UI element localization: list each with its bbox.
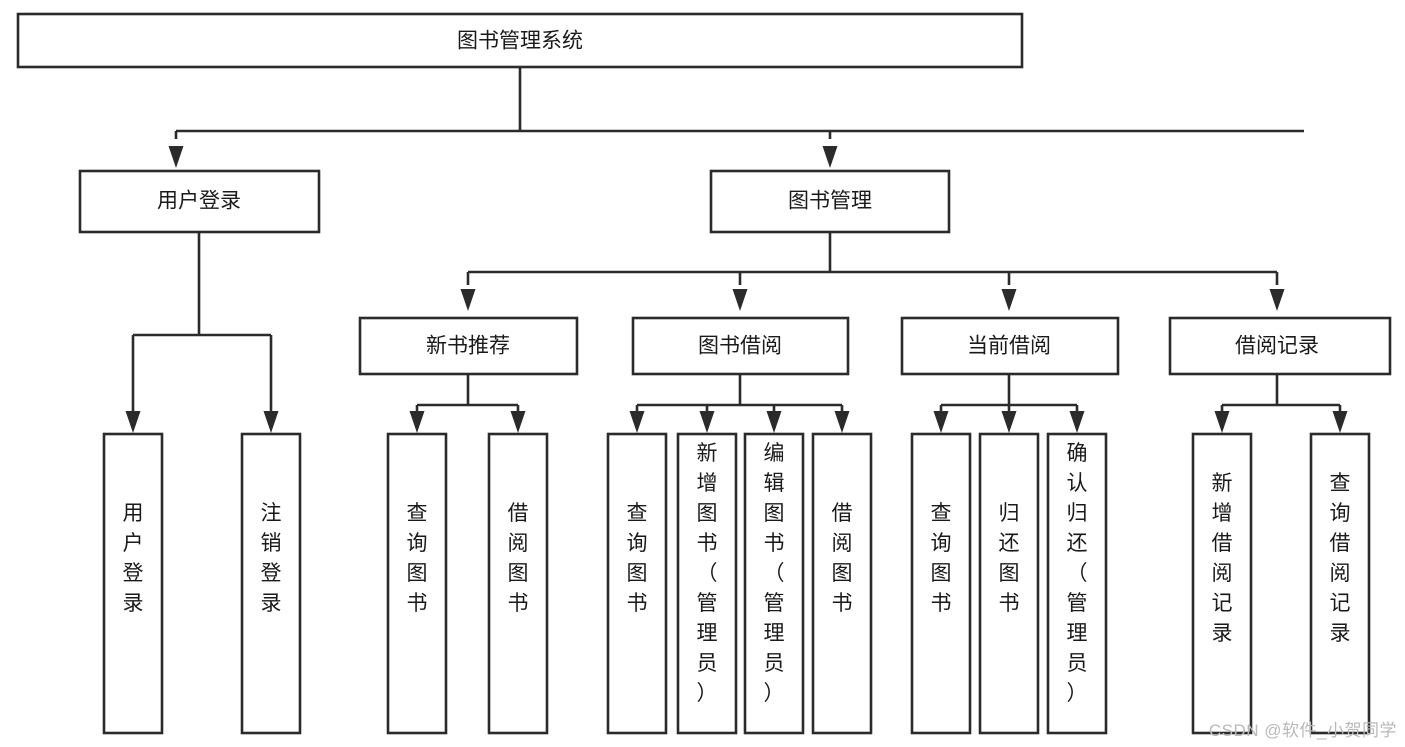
- leaf-node-borrow-book-action[interactable]: 借阅图书: [811, 432, 873, 735]
- leaf-node-borrow-book-recommend[interactable]: 借阅图书: [487, 432, 549, 735]
- connector-userlogin-to-leaves: [125, 232, 279, 433]
- node-new-book-recommend[interactable]: 新书推荐: [358, 316, 579, 376]
- leaf-node-query-borrow-record-label: 查询借阅记录: [1330, 472, 1351, 645]
- node-current-borrow-label: 当前借阅: [967, 335, 1051, 358]
- node-borrow-records-label: 借阅记录: [1235, 335, 1319, 358]
- leaf-node-query-book-current[interactable]: 查询图书: [910, 432, 972, 735]
- connector-newbook-to-leaves: [409, 374, 526, 433]
- node-root-label: 图书管理系统: [457, 30, 583, 53]
- leaf-node-logout-label: 注销登录: [261, 502, 282, 615]
- leaf-node-add-borrow-record-label: 新增借阅记录: [1212, 472, 1233, 645]
- leaf-node-query-book-recommend[interactable]: 查询图书: [386, 432, 448, 735]
- leaf-node-query-book-borrow-label: 查询图书: [627, 502, 648, 615]
- node-current-borrow[interactable]: 当前借阅: [900, 316, 1120, 376]
- node-root-system[interactable]: 图书管理系统: [16, 12, 1024, 69]
- node-book-management-label: 图书管理: [788, 190, 872, 213]
- leaf-node-edit-book-admin-label: 编辑图书（管理员）: [764, 442, 785, 705]
- leaf-node-user-login-action-label: 用户登录: [123, 502, 144, 615]
- leaf-node-confirm-return-admin[interactable]: 确认归还（管理员）: [1046, 432, 1108, 735]
- leaf-node-query-borrow-record[interactable]: 查询借阅记录: [1309, 432, 1371, 735]
- leaf-node-add-borrow-record[interactable]: 新增借阅记录: [1191, 432, 1253, 735]
- node-user-login-label: 用户登录: [157, 190, 241, 213]
- csdn-watermark: CSDN @软件_小贺同学: [1208, 721, 1397, 740]
- leaf-node-query-book-recommend-label: 查询图书: [407, 502, 428, 615]
- leaf-node-add-book-admin[interactable]: 新增图书（管理员）: [676, 432, 738, 735]
- leaf-node-user-login-action[interactable]: 用户登录: [102, 432, 164, 735]
- node-book-borrow[interactable]: 图书借阅: [631, 316, 850, 376]
- connector-root-to-level2: [168, 67, 1304, 168]
- node-book-borrow-label: 图书借阅: [698, 335, 782, 358]
- node-book-management[interactable]: 图书管理: [709, 169, 951, 234]
- leaf-node-query-book-current-label: 查询图书: [931, 502, 952, 615]
- node-new-book-recommend-label: 新书推荐: [426, 335, 510, 358]
- leaf-node-query-book-borrow[interactable]: 查询图书: [606, 432, 668, 735]
- connector-records-to-leaves: [1214, 374, 1348, 433]
- leaf-node-add-book-admin-label: 新增图书（管理员）: [697, 442, 718, 705]
- leaf-node-logout[interactable]: 注销登录: [240, 432, 302, 735]
- leaf-node-edit-book-admin[interactable]: 编辑图书（管理员）: [743, 432, 805, 735]
- node-user-login[interactable]: 用户登录: [78, 169, 321, 234]
- leaf-node-return-book[interactable]: 归还图书: [978, 432, 1040, 735]
- leaf-node-confirm-return-admin-label: 确认归还（管理员）: [1067, 442, 1088, 705]
- connector-borrow-to-leaves: [629, 374, 850, 433]
- connector-current-to-leaves: [933, 374, 1085, 433]
- node-borrow-records[interactable]: 借阅记录: [1168, 316, 1392, 376]
- leaf-node-borrow-book-action-label: 借阅图书: [832, 502, 853, 615]
- connector-bookmgmt-to-level3: [460, 232, 1285, 311]
- leaf-node-borrow-book-recommend-label: 借阅图书: [508, 502, 529, 615]
- leaf-node-return-book-label: 归还图书: [999, 502, 1020, 615]
